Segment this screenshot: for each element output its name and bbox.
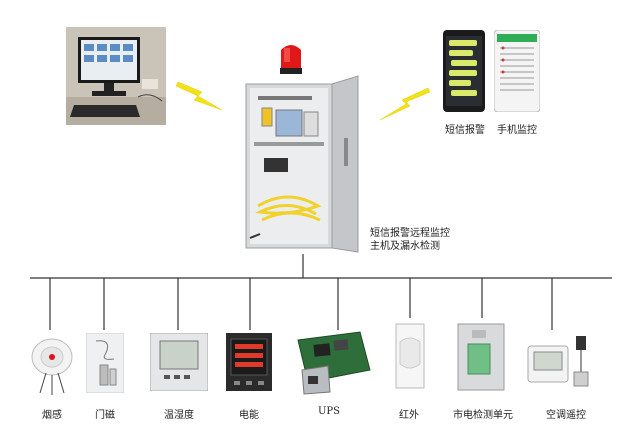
mobile-monitor-phone [493,29,541,113]
wireless-lightning-right-icon [379,87,430,121]
device-label-meter: 电能 [239,410,259,421]
temp-humidity-device [149,332,209,392]
device-label-smoke: 烟感 [42,410,62,421]
wireless-lightning-left-icon [176,81,223,111]
power-meter-device [226,333,272,391]
device-label-infrared: 红外 [399,410,419,421]
sms-alarm-phone [443,30,485,112]
alarm-host-cabinet [240,38,366,254]
device-label-mains: 市电检测单元 [453,410,513,421]
ups-card-device [294,330,372,396]
mobile-monitor-label: 手机监控 [497,125,537,136]
device-label-ups: UPS [317,406,340,417]
device-label-temp: 温湿度 [164,410,194,421]
device-label-door: 门磁 [95,410,115,421]
sms-alarm-label: 短信报警 [445,125,485,136]
mains-detection-device [454,320,510,394]
infrared-sensor-device [392,320,428,392]
computer-monitor-photo [66,27,166,125]
cabinet-label-line2: 主机及漏水检测 [370,241,440,252]
device-label-ac: 空调遥控 [546,410,586,421]
cabinet-label-line1: 短信报警远程监控 [370,228,450,239]
door-magnet-device [85,332,125,394]
ac-remote-device [524,332,600,398]
smoke-detector-device [30,333,74,397]
